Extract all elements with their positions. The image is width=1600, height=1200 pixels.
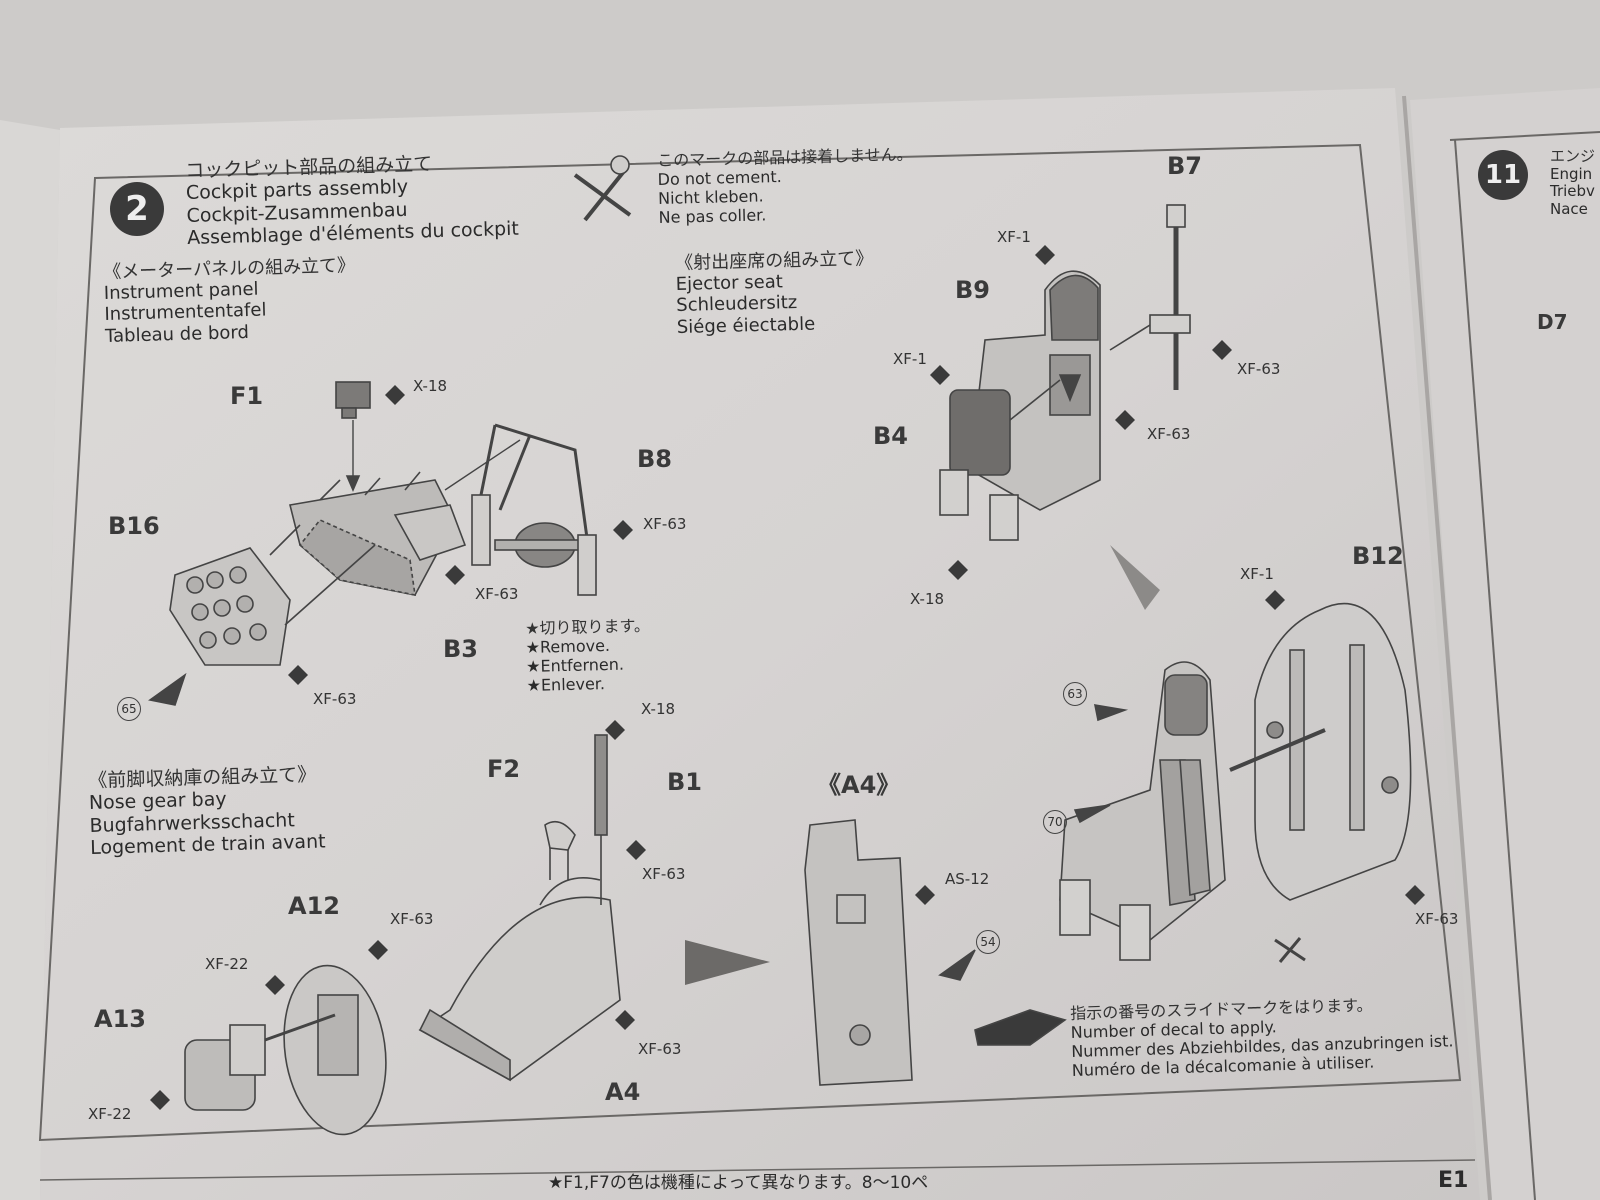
part-label-b4: B4 (873, 422, 908, 450)
paint-label-xf63: XF-63 (1147, 425, 1191, 443)
page-number: E1 (1438, 1168, 1469, 1193)
ejector-seat-heading: 《射出座席の組み立て》 Ejector seat Schleudersitz S… (675, 248, 874, 338)
paint-label-xf63: XF-63 (475, 585, 519, 603)
no-cement-note: このマークの部品は接着しません。 Do not cement. Nicht kl… (656, 144, 913, 227)
part-label-a13: A13 (94, 1005, 146, 1033)
paint-label-xf63: XF-63 (643, 515, 687, 533)
footer-note: ★F1,F7の色は機種によって異なります。8〜10ペ (548, 1173, 929, 1193)
paint-label-xf22: XF-22 (88, 1105, 132, 1123)
paint-label-x18: X-18 (910, 590, 945, 608)
paint-label-xf63: XF-63 (390, 910, 434, 928)
paint-label-xf63: XF-63 (638, 1040, 682, 1058)
part-label-b7: B7 (1167, 152, 1202, 180)
part-label-b16: B16 (108, 512, 160, 540)
decal-number-54: 54 (976, 930, 1000, 954)
part-label-f1: F1 (230, 382, 264, 410)
step-number-11: 11 (1478, 150, 1528, 200)
remove-note: ★切り取ります。 ★Remove. ★Entfernen. ★Enlever. (524, 615, 651, 695)
part-label-b8: B8 (637, 445, 672, 473)
step11-title: エンジ Engin Triebv Nace (1550, 147, 1596, 219)
paint-label-as12: AS-12 (945, 870, 990, 888)
instrument-panel-drawing (169, 381, 597, 666)
paint-label-x18: X-18 (413, 377, 448, 395)
nose-gear-drawing (148, 155, 1425, 1136)
nose-gear-heading: 《前脚収納庫の組み立て》 Nose gear bay Bugfahrwerkss… (88, 763, 326, 860)
paint-label-x18: X-18 (641, 700, 676, 718)
right-page (1410, 88, 1600, 1200)
part-label-b1: B1 (667, 768, 702, 796)
part-label-d7: D7 (1537, 310, 1568, 334)
paint-label-xf1: XF-1 (1240, 565, 1274, 583)
part-label-b3: B3 (443, 635, 478, 663)
paint-label-xf63: XF-63 (1237, 360, 1281, 378)
step2-title: コックピット部品の組み立て Cockpit parts assembly Coc… (185, 153, 520, 250)
part-label-a4: A4 (605, 1078, 641, 1106)
paint-label-xf22: XF-22 (205, 955, 249, 973)
part-label-a4-sub: 《A4》 (817, 771, 901, 799)
part-label-b12: B12 (1352, 542, 1404, 570)
step-number-2: 2 (110, 182, 164, 236)
part-label-a12: A12 (288, 892, 340, 920)
ejector-seat-drawing (939, 204, 1191, 610)
paint-label-xf63: XF-63 (642, 865, 686, 883)
paint-label-xf63: XF-63 (1415, 910, 1459, 928)
paint-label-xf1: XF-1 (893, 350, 927, 368)
paint-label-xf1: XF-1 (997, 228, 1031, 246)
part-label-b9: B9 (955, 276, 990, 304)
decal-number-65: 65 (117, 697, 141, 721)
seat-bulkhead-drawing (1059, 602, 1412, 961)
paint-label-xf63: XF-63 (313, 690, 357, 708)
decal-number-70: 70 (1043, 810, 1067, 834)
decal-number-63: 63 (1063, 682, 1087, 706)
instrument-panel-heading: 《メーターパネルの組み立て》 Instrument panel Instrume… (103, 254, 356, 347)
part-label-f2: F2 (487, 755, 521, 783)
decal-note: 指示の番号のスライドマークをはります。 Number of decal to a… (1069, 995, 1454, 1080)
